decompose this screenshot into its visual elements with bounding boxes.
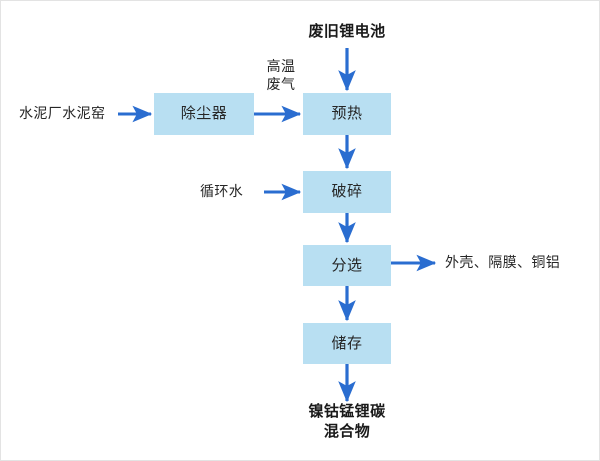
node-sort[interactable]: 分选	[303, 245, 391, 286]
label-hot-exhaust-line2: 废气	[266, 75, 296, 92]
label-product-output-line2: 混合物	[323, 423, 371, 441]
label-cement-kiln-text: 水泥厂水泥窑	[19, 105, 106, 121]
node-label-preheat: 预热	[331, 105, 363, 123]
label-hot-exhaust-line1: 高温	[266, 58, 296, 74]
node-label-dust-collector: 除尘器	[180, 105, 228, 123]
node-dust-collector[interactable]: 除尘器	[154, 93, 254, 135]
label-waste-battery-text: 废旧锂电池	[308, 23, 386, 40]
node-preheat[interactable]: 预热	[303, 93, 391, 135]
node-label-crush: 破碎	[331, 183, 363, 201]
label-product-output-line1: 镍钴锰锂碳	[308, 403, 386, 420]
label-cement-kiln: 水泥厂水泥窑	[19, 105, 105, 123]
label-byproducts-text: 外壳、隔膜、铜铝	[445, 254, 561, 270]
node-label-store: 储存	[331, 334, 363, 352]
node-crush[interactable]: 破碎	[303, 171, 391, 213]
label-hot-exhaust: 高温 废气	[255, 58, 307, 93]
label-circulating-water-text: 循环水	[200, 183, 244, 199]
label-waste-battery: 废旧锂电池	[287, 23, 407, 42]
label-circulating-water: 循环水	[200, 183, 243, 201]
label-product-output: 镍钴锰锂碳 混合物	[287, 402, 407, 443]
node-label-sort: 分选	[331, 256, 363, 274]
label-byproducts: 外壳、隔膜、铜铝	[445, 254, 560, 272]
node-store[interactable]: 储存	[303, 323, 391, 364]
